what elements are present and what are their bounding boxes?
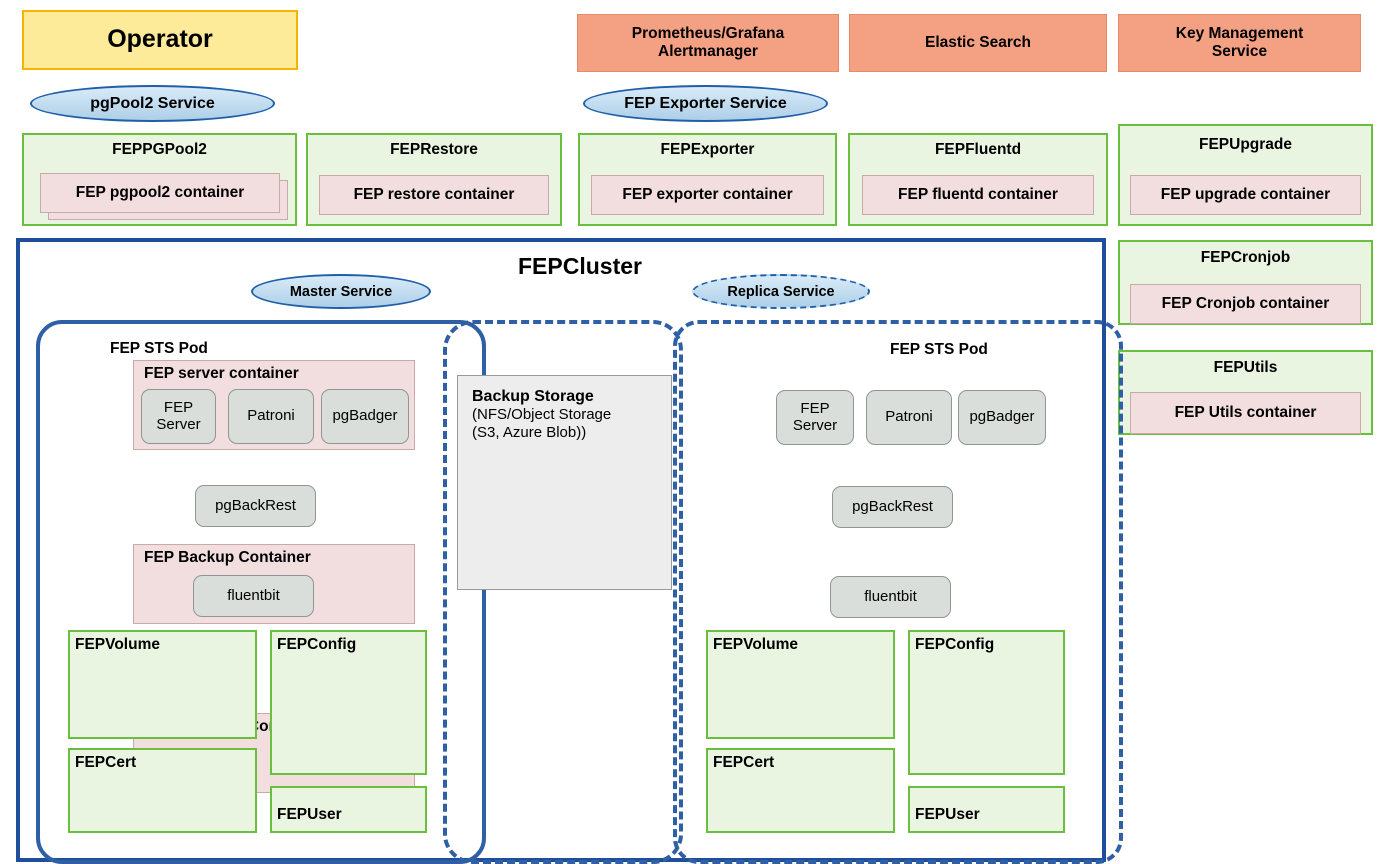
container-fep-pgpool2: FEP pgpool2 container xyxy=(40,173,280,213)
proc-fluentbit-replica: fluentbit xyxy=(830,576,951,618)
fepcert-replica: FEPCert xyxy=(706,748,895,833)
service-replica-label: Replica Service xyxy=(727,283,835,300)
proc-pgbadger-replica-label: pgBadger xyxy=(969,408,1035,426)
proc-pgbackrest-replica-label: pgBackRest xyxy=(852,497,933,515)
external-system-elasticsearch: Elastic Search xyxy=(849,14,1107,72)
fepcert-replica-title: FEPCert xyxy=(713,754,775,771)
external-system-kms-line1: Key Management xyxy=(1175,24,1304,42)
fep-sts-pod-replica xyxy=(673,320,1123,864)
external-system-kms-line2: Service xyxy=(1211,43,1268,60)
fep-server-container-master-title: FEP server container xyxy=(144,365,299,382)
service-fep-exporter: FEP Exporter Service xyxy=(583,85,828,122)
proc-fep-server-replica-line2: Server xyxy=(792,416,838,434)
proc-fluentbit-replica-label: fluentbit xyxy=(864,587,917,605)
container-fep-cronjob: FEP Cronjob container xyxy=(1130,284,1361,324)
container-fep-upgrade: FEP upgrade container xyxy=(1130,175,1361,215)
external-system-kms: Key Management Service xyxy=(1118,14,1361,72)
proc-fep-server-master: FEP Server xyxy=(141,389,216,444)
service-replica: Replica Service xyxy=(692,274,870,309)
container-fep-fluentd-label: FEP fluentd container xyxy=(898,186,1058,203)
fepcert-master-title: FEPCert xyxy=(75,754,137,771)
container-fep-restore-label: FEP restore container xyxy=(353,186,515,203)
container-fep-utils-label: FEP Utils container xyxy=(1174,404,1317,421)
fepvolume-replica: FEPVolume xyxy=(706,630,895,739)
service-master: Master Service xyxy=(251,274,431,309)
external-system-elasticsearch-label: Elastic Search xyxy=(925,33,1031,51)
backup-storage-subtitle-line1: (NFS/Object Storage xyxy=(472,406,612,423)
operator-box: Operator xyxy=(22,10,298,70)
external-system-prometheus: Prometheus/Grafana Alertmanager xyxy=(577,14,839,72)
proc-patroni-master-label: Patroni xyxy=(247,407,295,425)
proc-fep-server-master-line1: FEP xyxy=(163,398,194,416)
container-fep-fluentd: FEP fluentd container xyxy=(862,175,1094,215)
resource-fepexporter-title: FEPExporter xyxy=(660,141,755,158)
proc-fep-server-master-line2: Server xyxy=(156,415,201,433)
fepvolume-replica-title: FEPVolume xyxy=(713,636,798,653)
external-system-prometheus-line2: Alertmanager xyxy=(658,43,758,60)
proc-fep-server-replica: FEP Server xyxy=(776,390,854,445)
proc-fluentbit-master: fluentbit xyxy=(193,575,314,617)
fepuser-master-title: FEPUser xyxy=(277,806,342,823)
fep-backup-container-master-title: FEP Backup Container xyxy=(144,549,311,566)
backup-storage-box: Backup Storage (NFS/Object Storage (S3, … xyxy=(457,375,672,590)
service-pgpool2-label: pgPool2 Service xyxy=(90,94,215,112)
service-pgpool2: pgPool2 Service xyxy=(30,85,275,122)
resource-feppgpool2-title: FEPPGPool2 xyxy=(112,141,207,158)
proc-pgbadger-master: pgBadger xyxy=(321,389,409,444)
fepvolume-master: FEPVolume xyxy=(68,630,257,739)
fep-sts-pod-master xyxy=(36,320,486,864)
proc-patroni-replica-label: Patroni xyxy=(885,408,933,426)
proc-patroni-master: Patroni xyxy=(228,389,314,444)
resource-fepcronjob-title: FEPCronjob xyxy=(1200,249,1291,266)
backup-storage-title: Backup Storage xyxy=(472,388,594,405)
proc-fluentbit-master-label: fluentbit xyxy=(227,586,280,604)
operator-label: Operator xyxy=(107,25,213,54)
service-fep-exporter-label: FEP Exporter Service xyxy=(624,94,787,112)
proc-pgbackrest-master: pgBackRest xyxy=(195,485,316,527)
fepconfig-replica: FEPConfig xyxy=(908,630,1065,775)
fepconfig-replica-title: FEPConfig xyxy=(915,636,995,653)
proc-pgbackrest-master-label: pgBackRest xyxy=(215,496,296,514)
container-fep-cronjob-label: FEP Cronjob container xyxy=(1161,295,1330,312)
container-fep-pgpool2-label: FEP pgpool2 container xyxy=(75,184,245,201)
container-fep-restore: FEP restore container xyxy=(319,175,549,215)
proc-fep-server-replica-line1: FEP xyxy=(800,399,830,417)
proc-patroni-replica: Patroni xyxy=(866,390,952,445)
fepcert-master: FEPCert xyxy=(68,748,257,833)
fepcluster-title: FEPCluster xyxy=(518,253,642,279)
backup-storage-subtitle-line2: (S3, Azure Blob)) xyxy=(472,424,587,441)
resource-feputils-title: FEPUtils xyxy=(1213,359,1278,376)
container-fep-exporter: FEP exporter container xyxy=(591,175,824,215)
fepconfig-master: FEPConfig xyxy=(270,630,427,775)
proc-pgbadger-replica: pgBadger xyxy=(958,390,1046,445)
proc-pgbadger-master-label: pgBadger xyxy=(332,407,398,425)
resource-feprestore-title: FEPRestore xyxy=(390,141,478,158)
container-fep-upgrade-label: FEP upgrade container xyxy=(1160,186,1331,203)
fepuser-replica-title: FEPUser xyxy=(915,806,980,823)
resource-fepfluentd-title: FEPFluentd xyxy=(934,141,1022,158)
container-fep-exporter-label: FEP exporter container xyxy=(622,186,793,203)
resource-fepupgrade-title: FEPUpgrade xyxy=(1198,136,1292,153)
external-system-prometheus-line1: Prometheus/Grafana xyxy=(631,24,785,42)
fepuser-master: FEPUser xyxy=(270,786,427,833)
proc-pgbackrest-replica: pgBackRest xyxy=(832,486,953,528)
backup-storage-group xyxy=(443,320,683,864)
fep-sts-pod-master-title: FEP STS Pod xyxy=(110,340,208,357)
fepuser-replica: FEPUser xyxy=(908,786,1065,833)
fep-sts-pod-replica-title: FEP STS Pod xyxy=(890,341,988,358)
fepvolume-master-title: FEPVolume xyxy=(75,636,160,653)
service-master-label: Master Service xyxy=(289,283,393,300)
container-fep-utils: FEP Utils container xyxy=(1130,392,1361,434)
fepconfig-master-title: FEPConfig xyxy=(277,636,357,653)
